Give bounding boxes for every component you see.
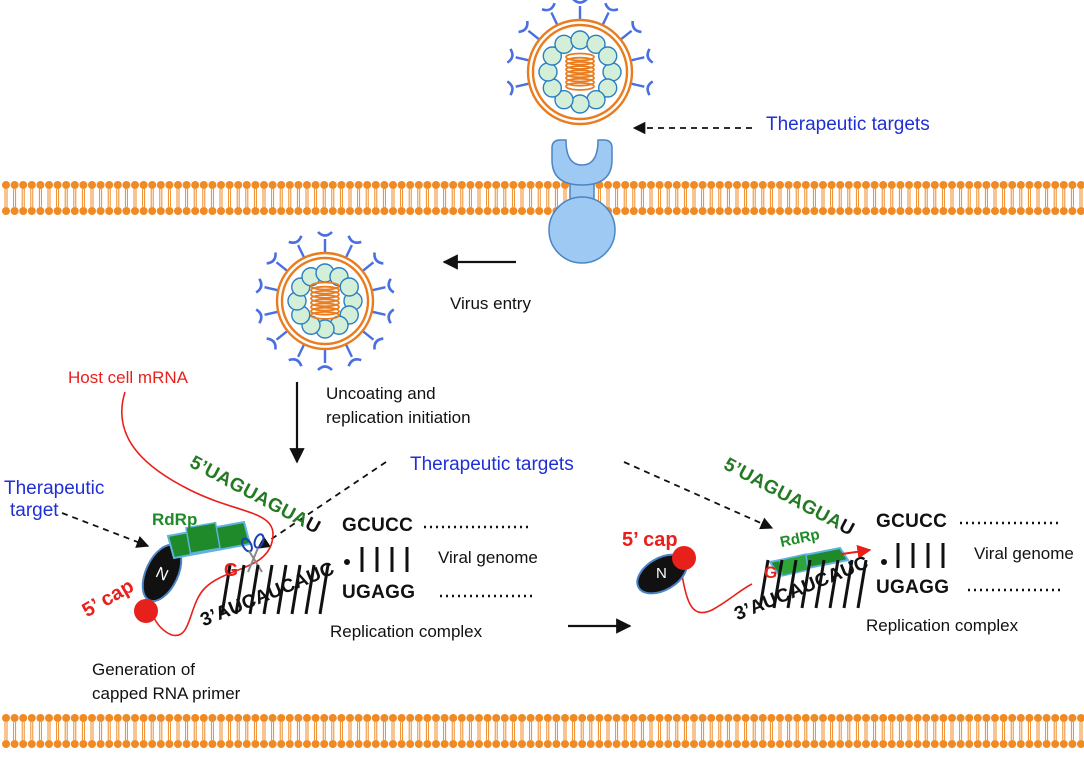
replication-complex-label-left: Replication complex bbox=[330, 622, 483, 641]
generation-label-line2: capped RNA primer bbox=[92, 684, 241, 703]
5-prime-cap bbox=[134, 599, 158, 623]
virus-entry-label: Virus entry bbox=[450, 294, 531, 313]
therapeutic-targets-label-mid: Therapeutic targets bbox=[410, 454, 574, 475]
rdrp-label-left: RdRp bbox=[152, 510, 198, 529]
host-receptor bbox=[548, 139, 616, 264]
dot-right bbox=[881, 559, 887, 565]
capped-primer-strand bbox=[679, 562, 753, 614]
cell-membrane-bottom bbox=[2, 714, 1084, 748]
host-cell-mrna-label: Host cell mRNA bbox=[68, 368, 188, 387]
therapeutic-targets-label-top: Therapeutic targets bbox=[766, 114, 930, 135]
5-prime-cap-right bbox=[672, 546, 696, 570]
base-pair-bars-right bbox=[758, 559, 868, 609]
g-label-right: G bbox=[764, 563, 778, 582]
cell-membrane-top bbox=[2, 181, 1084, 215]
generation-label-line1: Generation of bbox=[92, 660, 196, 679]
virus-particle-binding bbox=[506, 0, 654, 126]
g-label-left: G bbox=[224, 560, 239, 580]
virus-particle-entered bbox=[255, 231, 395, 371]
base-pair-bars-left bbox=[220, 564, 330, 615]
ugagg-right: UGAGG bbox=[876, 577, 950, 598]
uncoating-label-line2: replication initiation bbox=[326, 408, 471, 427]
gcucc-right: GCUCC bbox=[876, 511, 948, 532]
replication-complex-left bbox=[120, 391, 534, 637]
viral-genome-label-left: Viral genome bbox=[438, 548, 538, 567]
five-prime-cap-label-right: 5’ cap bbox=[622, 529, 678, 551]
uncoating-label-line1: Uncoating and bbox=[326, 384, 436, 403]
scissors-icon bbox=[241, 533, 265, 573]
gcucc-left: GCUCC bbox=[342, 515, 414, 536]
ugagg-left: UGAGG bbox=[342, 582, 416, 603]
base-pair-bars-left-upper bbox=[360, 547, 409, 572]
replication-complex-label-right: Replication complex bbox=[866, 616, 1019, 635]
host-mrna-strand bbox=[120, 391, 274, 637]
therapeutic-target-arrow-mid-left bbox=[256, 461, 387, 549]
dot-left bbox=[344, 559, 350, 565]
elongation-arrow bbox=[841, 544, 872, 559]
viral-genome-label-right: Viral genome bbox=[974, 544, 1074, 563]
therapeutic-target-label-left-line2: target bbox=[10, 500, 59, 521]
n-label-right: N bbox=[656, 565, 667, 582]
therapeutic-target-arrow-mid-right bbox=[623, 461, 774, 530]
therapeutic-target-arrow-left bbox=[61, 512, 150, 548]
therapeutic-target-label-left-line1: Therapeutic bbox=[4, 478, 105, 499]
base-pair-bars-right-upper bbox=[896, 543, 945, 568]
replication-complex-right bbox=[636, 521, 1064, 614]
